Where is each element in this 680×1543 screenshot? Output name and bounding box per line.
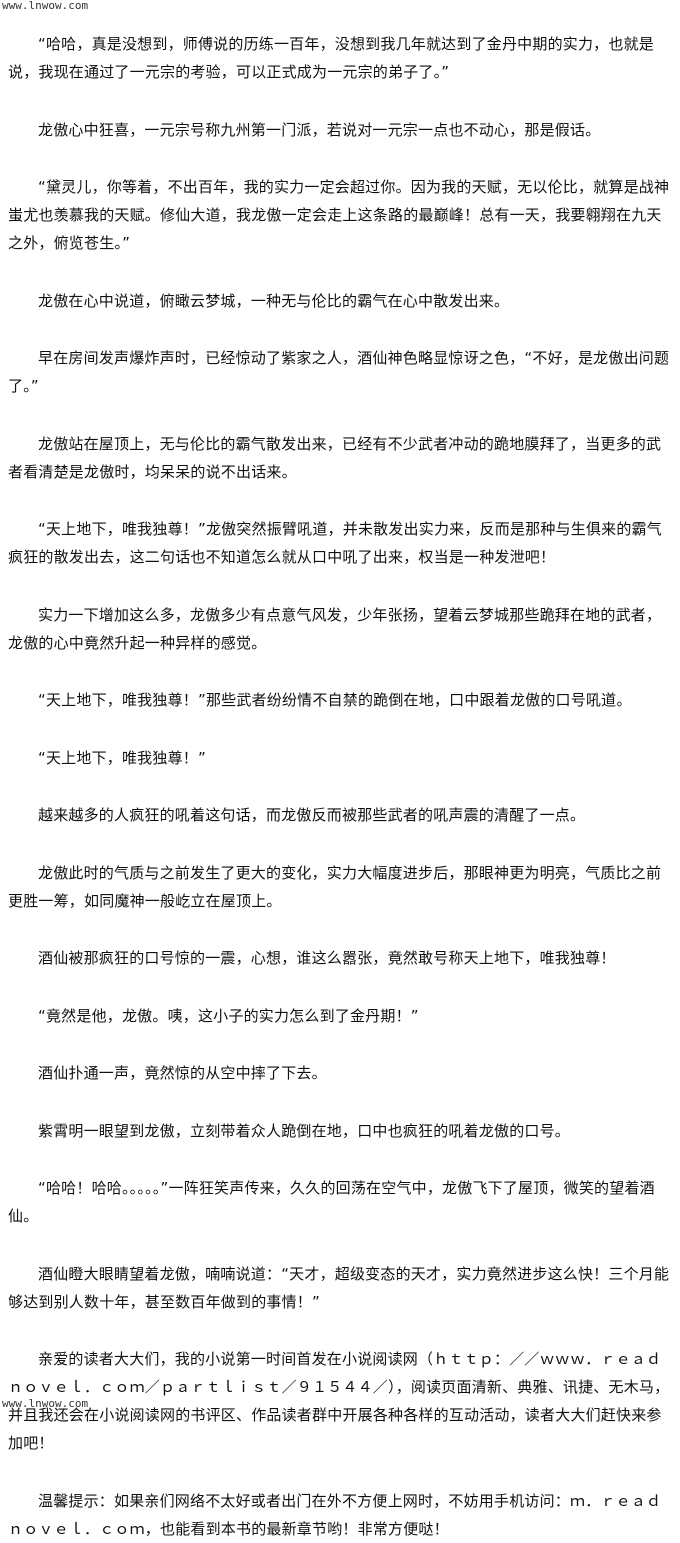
paragraph-15: 酒仙扑通一声，竟然惊的从空中摔了下去。	[38, 1064, 327, 1082]
paragraph-19-promo: 亲爱的读者大大们，我的小说第一时间首发在小说阅读网（ｈｔｔｐ：／／ｗｗｗ．ｒｅａ…	[8, 1350, 670, 1452]
paragraph-18: 酒仙瞪大眼睛望着龙傲，喃喃说道：“天才，超级变态的天才，实力竟然进步这么快！三个…	[8, 1264, 670, 1311]
paragraph-13: 酒仙被那疯狂的口号惊的一震，心想，谁这么嚣张，竟然敢号称天上地下，唯我独尊！	[38, 949, 616, 967]
paragraph-14: “竟然是他，龙傲。咦，这小子的实力怎么到了金丹期！”	[38, 1006, 419, 1025]
header-watermark: www.lnwow.com	[2, 0, 89, 12]
paragraph-8: 实力一下增加这么多，龙傲多少有点意气风发，少年张扬，望着云梦城那些跪拜在地的武者…	[8, 605, 662, 652]
paragraph-16: 紫霄明一眼望到龙傲，立刻带着众人跪倒在地，口中也疯狂的吼着龙傲的口号。	[38, 1121, 571, 1140]
paragraph-20-tip: 温馨提示：如果亲们网络不太好或者出门在外不方便上网时，不妨用手机访问：ｍ．ｒｅａ…	[8, 1491, 662, 1538]
paragraph-17: “哈哈！哈哈。。。。。”一阵狂笑声传来，久久的回荡在空气中，龙傲飞下了屋顶，微笑…	[8, 1179, 655, 1225]
paragraph-7: “天上地下，唯我独尊！”龙傲突然振臂吼道，并未散发出实力来，反而是那种与生俱来的…	[8, 520, 662, 566]
paragraph-9: “天上地下，唯我独尊！”那些武者纷纷情不自禁的跪倒在地，口中跟着龙傲的口号吼道。	[38, 691, 632, 709]
paragraph-10: “天上地下，唯我独尊！”	[38, 748, 206, 767]
paragraph-5: 早在房间发声爆炸声时，已经惊动了紫家之人，酒仙神色略显惊讶之色，“不好，是龙傲出…	[8, 349, 670, 395]
paragraph-6: 龙傲站在屋顶上，无与伦比的霸气散发出来，已经有不少武者冲动的跪地膜拜了，当更多的…	[8, 434, 662, 481]
paragraph-12: 龙傲此时的气质与之前发生了更大的变化，实力大幅度进步后，那眼神更为明亮，气质比之…	[8, 863, 662, 910]
paragraph-3: “黛灵儿，你等着，不出百年，我的实力一定会超过你。因为我的天赋，无以伦比，就算是…	[8, 178, 670, 252]
footer-watermark: www.lnwow.com	[2, 1397, 89, 1410]
paragraph-2: 龙傲心中狂喜，一元宗号称九州第一门派，若说对一元宗一点也不动心，那是假话。	[38, 120, 601, 139]
paragraph-11: 越来越多的人疯狂的吼着这句话，而龙傲反而被那些武者的吼声震的清醒了一点。	[38, 806, 586, 824]
chapter-body: “哈哈，真是没想到，师傅说的历练一百年，没想到我几年就达到了金丹中期的实力，也就…	[8, 30, 670, 1543]
paragraph-4: 龙傲在心中说道，俯瞰云梦城，一种无与伦比的霸气在心中散发出来。	[38, 291, 510, 310]
paragraph-1: “哈哈，真是没想到，师傅说的历练一百年，没想到我几年就达到了金丹中期的实力，也就…	[8, 35, 654, 81]
